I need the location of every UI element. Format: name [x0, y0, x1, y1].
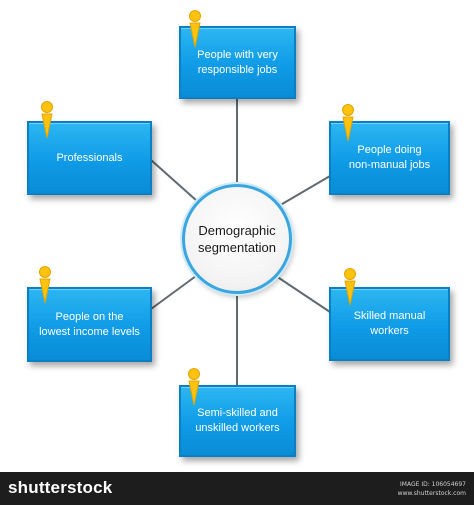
- segment-label: People with very responsible jobs: [197, 48, 278, 76]
- person-pin-icon: [39, 266, 51, 304]
- image-id-text: IMAGE ID: 106054697: [400, 481, 466, 488]
- site-url-text: www.shutterstock.com: [397, 490, 466, 497]
- person-pin-icon: [41, 101, 53, 139]
- segment-box: People with very responsible jobs: [179, 26, 296, 99]
- segment-label: Semi-skilled and unskilled workers: [195, 407, 280, 434]
- segment-box: People on the lowest income levels: [27, 287, 152, 362]
- center-hub: Demographic segmentation: [182, 184, 292, 294]
- segment-label: People on the lowest income levels: [39, 310, 140, 338]
- connector-lines: [150, 98, 331, 386]
- person-pin-icon: [188, 368, 200, 406]
- diagram: People with very responsible jobs People…: [27, 10, 450, 457]
- brand-logo: shutterstock: [8, 478, 113, 497]
- person-pin-icon: [342, 104, 354, 142]
- segment-label: Professionals: [56, 151, 123, 164]
- footer-bar: shutterstock IMAGE ID: 106054697 www.shu…: [0, 472, 474, 505]
- connector-lower-right: [275, 275, 331, 313]
- segment-box: Semi-skilled and unskilled workers: [179, 385, 296, 457]
- center-label: Demographic segmentation: [197, 223, 277, 255]
- connector-upper-right: [276, 175, 331, 208]
- person-pin-icon: [189, 10, 201, 48]
- connector-upper-left: [150, 159, 198, 202]
- segment-label: Skilled manual workers: [353, 310, 426, 337]
- segment-box: Skilled manual workers: [329, 287, 450, 361]
- connector-lower-left: [150, 275, 197, 310]
- segment-label: People doing non-manual jobs: [348, 144, 431, 171]
- person-pin-icon: [344, 268, 356, 306]
